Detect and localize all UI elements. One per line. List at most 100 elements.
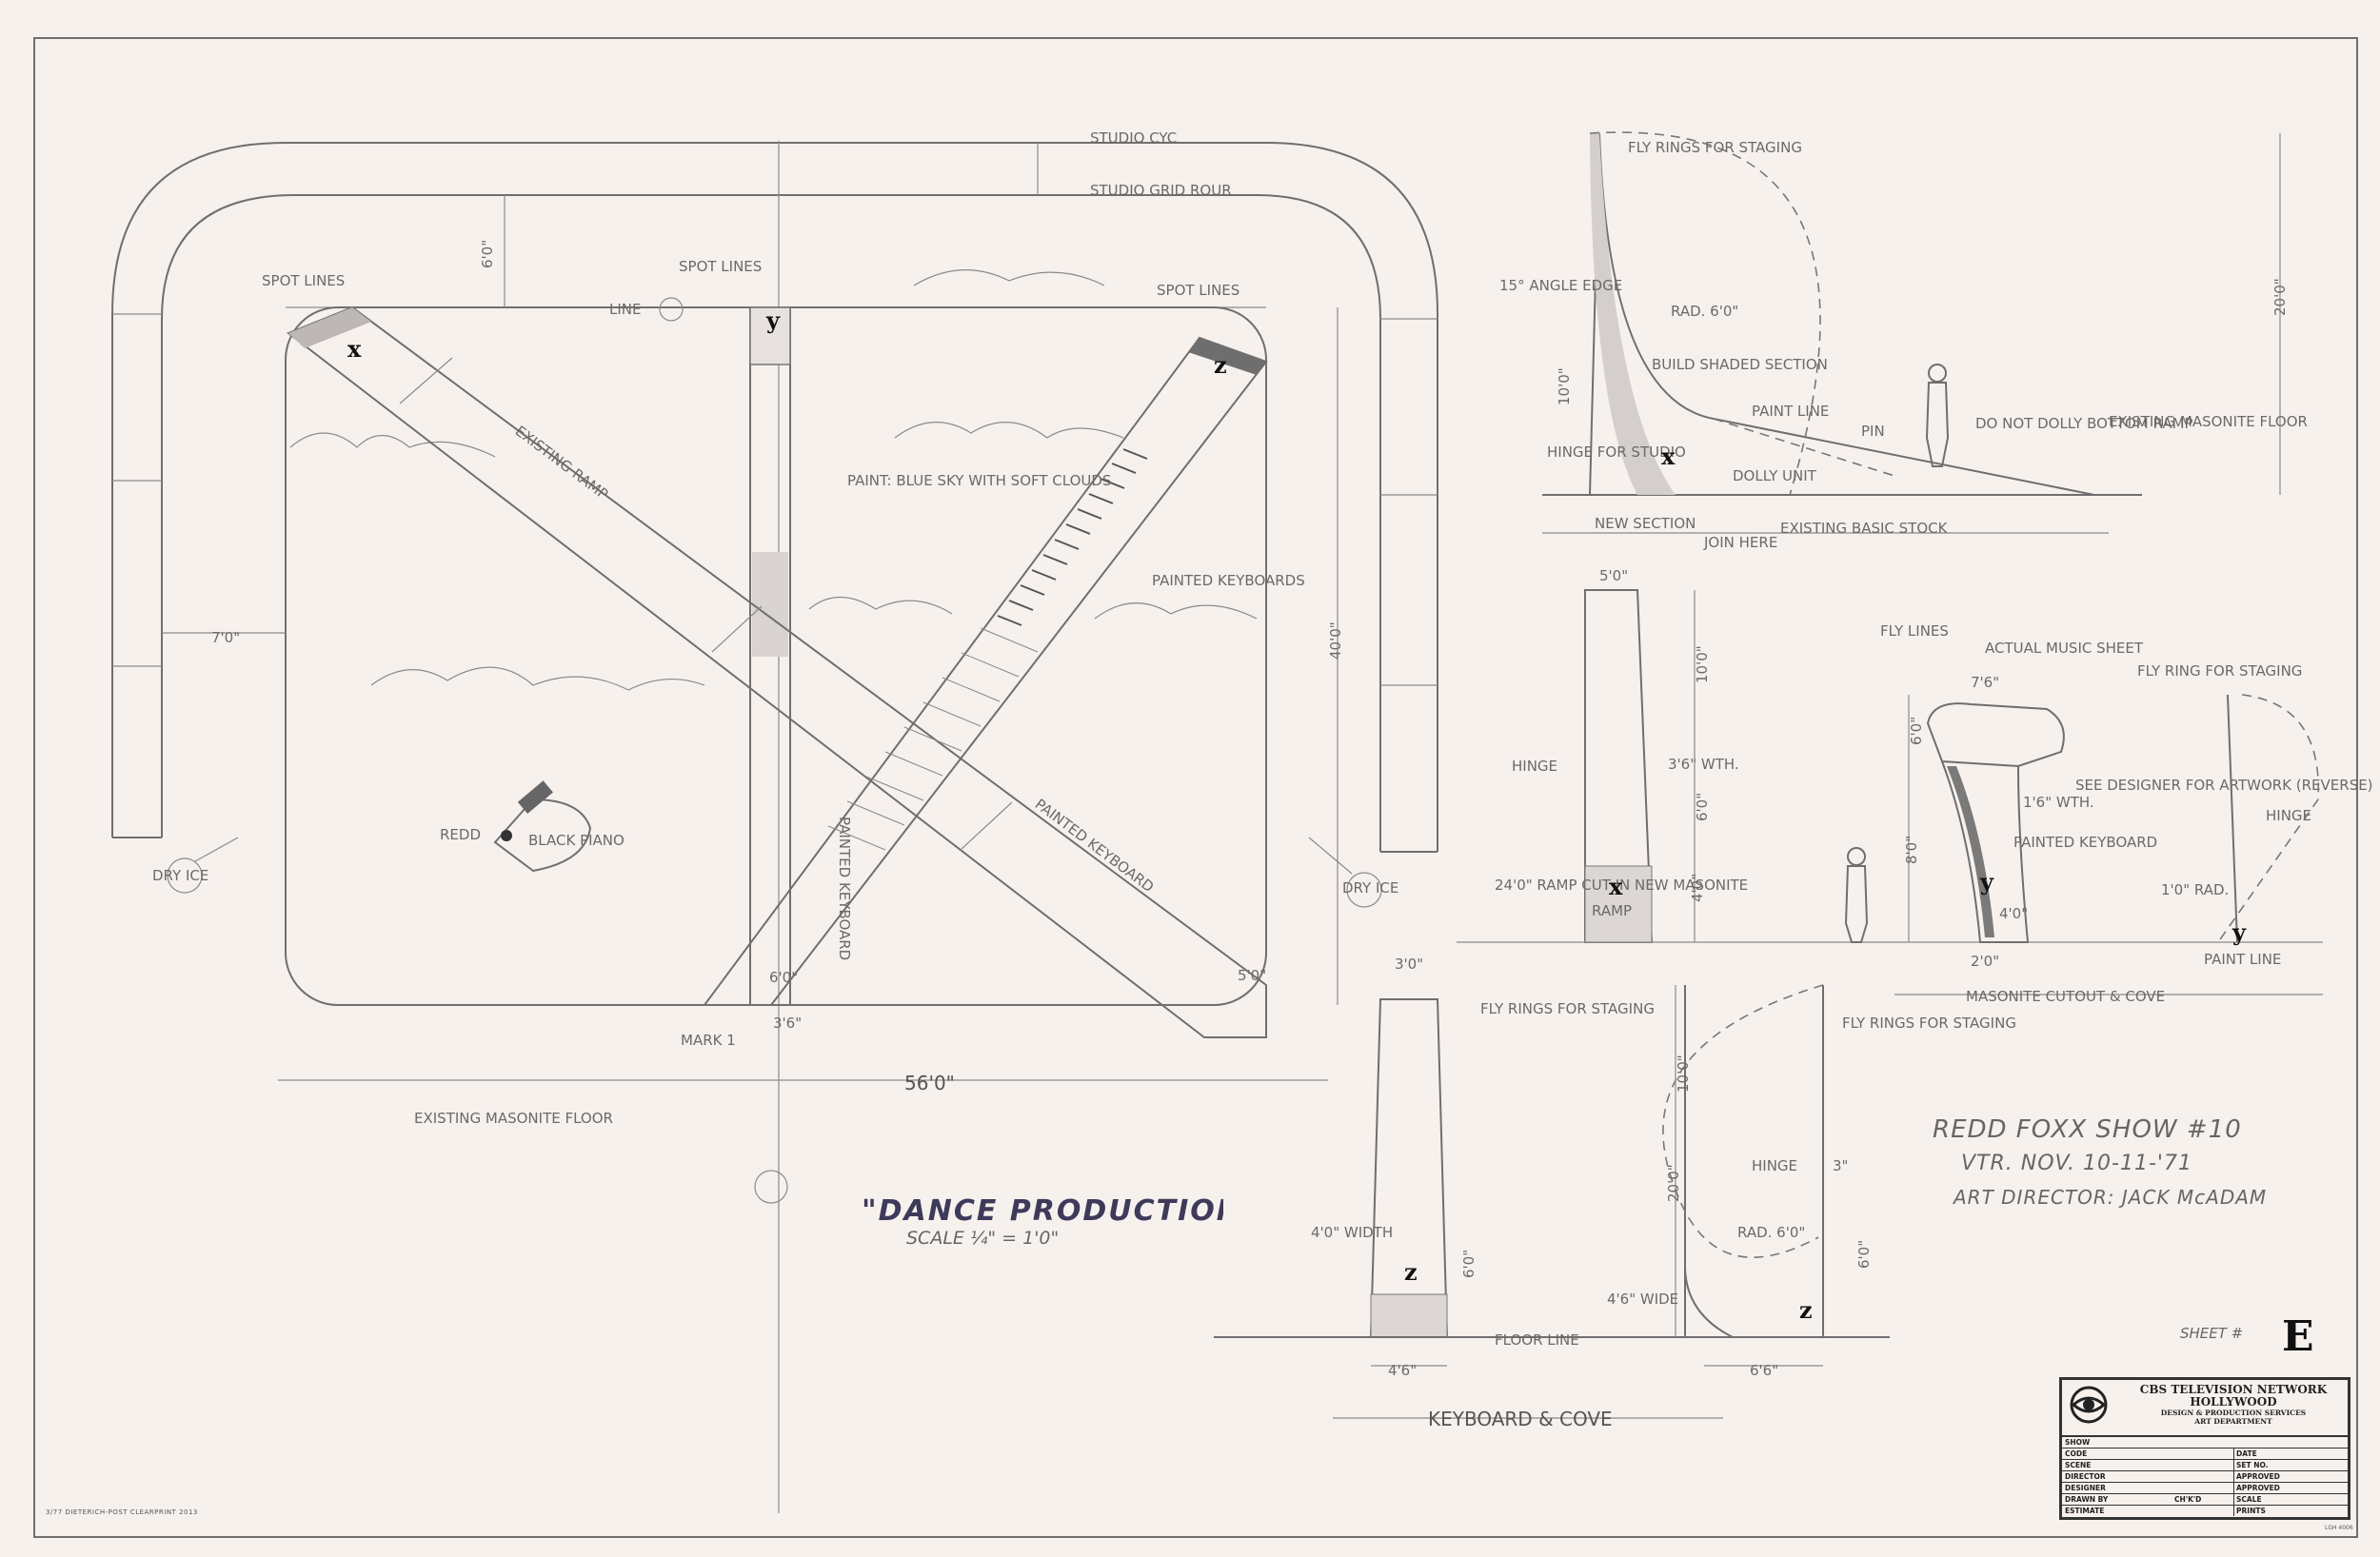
label-seven-zero: 7'0" bbox=[211, 629, 240, 646]
label-keyboard-cove: KEYBOARD & COVE bbox=[1428, 1408, 1613, 1430]
network-name: CBS TELEVISION NETWORK bbox=[2139, 1383, 2328, 1396]
title-block-row-right: DATE bbox=[2236, 1449, 2257, 1458]
dry-ice-arrow bbox=[1308, 837, 1353, 875]
title-block-row-label: ESTIMATE bbox=[2065, 1507, 2105, 1515]
cove-profile bbox=[2227, 694, 2238, 943]
label-hinge-studio: HINGE FOR STUDIO bbox=[1547, 443, 1686, 461]
label-fly-rings-cove: FLY RINGS FOR STAGING bbox=[1842, 1015, 2016, 1032]
piano-elevation bbox=[1926, 702, 2065, 943]
label-do-not-dolly: DO NOT DOLLY BOTTOM RAMP bbox=[1975, 415, 2193, 432]
dry-ice-marker-left bbox=[167, 857, 203, 894]
label-black-piano: BLACK PIANO bbox=[528, 832, 625, 849]
label-actual-music-sheet: ACTUAL MUSIC SHEET bbox=[1985, 640, 2144, 657]
label-hinge-right: HINGE bbox=[2266, 807, 2311, 824]
title-block-row-label: SCENE bbox=[2065, 1461, 2092, 1469]
cove-curve bbox=[1684, 985, 1824, 1338]
label-six-zero-mid: 6'0" bbox=[1694, 793, 1711, 821]
art-director: ART DIRECTOR: JACK McADAM bbox=[1954, 1186, 2268, 1209]
title-block-header: CBS TELEVISION NETWORK HOLLYWOOD DESIGN … bbox=[2062, 1380, 2348, 1437]
vertical-keyboard-shade-band bbox=[752, 552, 788, 657]
sheet-label: SHEET # bbox=[2180, 1325, 2244, 1342]
cbs-eye-logo-icon bbox=[2070, 1386, 2108, 1424]
marker-z-plan: z bbox=[1214, 351, 1227, 379]
label-line: LINE bbox=[609, 301, 641, 318]
label-new-section: NEW SECTION bbox=[1595, 515, 1696, 532]
label-four-six: 4'6" bbox=[1388, 1362, 1417, 1379]
title-block-row: ESTIMATE PRINTS bbox=[2062, 1506, 2348, 1516]
marker-y-plan: y bbox=[765, 306, 781, 334]
label-ramp-note: 24'0" RAMP CUT IN NEW MASONITE bbox=[1495, 877, 1748, 894]
label-ramp: RAMP bbox=[1592, 902, 1632, 919]
label-studio-grid: STUDIO GRID ROUR bbox=[1090, 182, 1232, 199]
title-block-row-right: APPROVED bbox=[2236, 1484, 2280, 1492]
label-four-zero-mid: 4'0" bbox=[1689, 874, 1706, 902]
ramp-joint bbox=[961, 801, 1013, 850]
label-painted-keyboard-diag: PAINTED KEYBOARD bbox=[1032, 796, 1158, 896]
title-block-row-label: DESIGNER bbox=[2065, 1484, 2106, 1492]
label-twenty-zero-cove: 20'0" bbox=[1665, 1164, 1682, 1202]
ramp-joint bbox=[711, 605, 763, 653]
label-painted-keyboard-vertical: PAINTED KEYBOARD bbox=[836, 817, 853, 960]
keyboard-keys bbox=[997, 448, 1148, 626]
label-four-zero-piano: 4'0" bbox=[1999, 905, 2028, 922]
label-two-zero: 2'0" bbox=[1971, 953, 1999, 970]
ramp-joint bbox=[399, 357, 453, 404]
label-ten-zero-side: 10'0" bbox=[1556, 367, 1573, 405]
drawing-title: "DANCE PRODUCTION" bbox=[862, 1188, 1258, 1233]
label-pin: PIN bbox=[1861, 423, 1885, 440]
label-fly-rings-top: FLY RINGS FOR STAGING bbox=[1628, 139, 1802, 156]
vertical-keyboard-shaded bbox=[749, 306, 791, 365]
label-six-zero: 6'0" bbox=[479, 240, 496, 268]
marker-x-column: x bbox=[1609, 873, 1623, 900]
label-ten-zero-cove: 10'0" bbox=[1675, 1054, 1692, 1093]
drawing-title-svg: "DANCE PRODUCTION" bbox=[862, 1194, 1258, 1228]
title-block-row-label: DIRECTOR bbox=[2065, 1472, 2106, 1481]
label-three-six: 3'6" bbox=[773, 1015, 802, 1032]
label-paint-blue-sky: PAINT: BLUE SKY WITH SOFT CLOUDS bbox=[847, 472, 1111, 489]
title-block-department: DESIGN & PRODUCTION SERVICES ART DEPARTM… bbox=[2119, 1409, 2348, 1426]
cove-arc-dashed bbox=[1662, 984, 1824, 1258]
drawing-scale: SCALE ¼" = 1'0" bbox=[906, 1228, 1060, 1249]
label-paint-line-right: PAINT LINE bbox=[2204, 951, 2281, 968]
label-dry-ice-left: DRY ICE bbox=[152, 867, 208, 884]
label-six-zero-bottom: 6'0" bbox=[769, 969, 798, 986]
label-one-six-wth: 1'6" WTH. bbox=[2023, 794, 2094, 811]
label-hinge-cove: HINGE bbox=[1752, 1157, 1797, 1174]
label-three-six-width: 3'6" WTH. bbox=[1668, 756, 1739, 773]
label-painted-keyboards: PAINTED KEYBOARDS bbox=[1152, 572, 1305, 589]
line-c-symbol bbox=[659, 297, 684, 322]
black-piano-plan bbox=[493, 780, 592, 873]
title-block-row-label: DRAWN BY bbox=[2065, 1495, 2109, 1504]
cove-swing-arc bbox=[2217, 694, 2320, 943]
label-hinge: HINGE bbox=[1512, 758, 1557, 775]
label-existing-ramp: EXISTING RAMP bbox=[512, 423, 611, 503]
label-fly-lines: FLY LINES bbox=[1880, 622, 1949, 640]
dance-production-text: "DANCE PRODUCTION" bbox=[862, 1194, 1223, 1228]
label-build-shaded: BUILD SHADED SECTION bbox=[1652, 356, 1828, 373]
sheet-border bbox=[33, 37, 2358, 1538]
network-city: HOLLYWOOD bbox=[2190, 1395, 2277, 1409]
dry-ice-marker-right bbox=[1346, 872, 1382, 908]
title-block-row-right: PRINTS bbox=[2236, 1507, 2266, 1515]
title-block-row-right: APPROVED bbox=[2236, 1472, 2280, 1481]
label-spot-lines-left: SPOT LINES bbox=[262, 272, 345, 289]
label-twenty-zero: 20'0" bbox=[2271, 278, 2289, 316]
label-four-six-wide: 4'6" WIDE bbox=[1607, 1291, 1678, 1308]
label-floor-line: FLOOR LINE bbox=[1495, 1331, 1579, 1349]
dry-ice-arrow bbox=[194, 837, 239, 862]
label-existing-masonite-floor: EXISTING MASONITE FLOOR bbox=[414, 1110, 613, 1127]
build-shaded-section bbox=[1590, 133, 1676, 495]
title-block-row: SHOW bbox=[2062, 1437, 2348, 1449]
label-three-zero: 3'0" bbox=[1395, 956, 1423, 973]
label-angle-edge: 15° ANGLE EDGE bbox=[1499, 277, 1622, 294]
existing-ramp bbox=[287, 305, 1267, 1038]
label-existing-masonite: EXISTING MASONITE FLOOR bbox=[2109, 413, 2308, 430]
diagonal-keyboard-top bbox=[1188, 338, 1266, 375]
center-symbol bbox=[754, 1170, 788, 1204]
label-masonite-cutout: MASONITE CUTOUT & COVE bbox=[1966, 988, 2165, 1005]
marker-z-cove: z bbox=[1799, 1296, 1813, 1324]
